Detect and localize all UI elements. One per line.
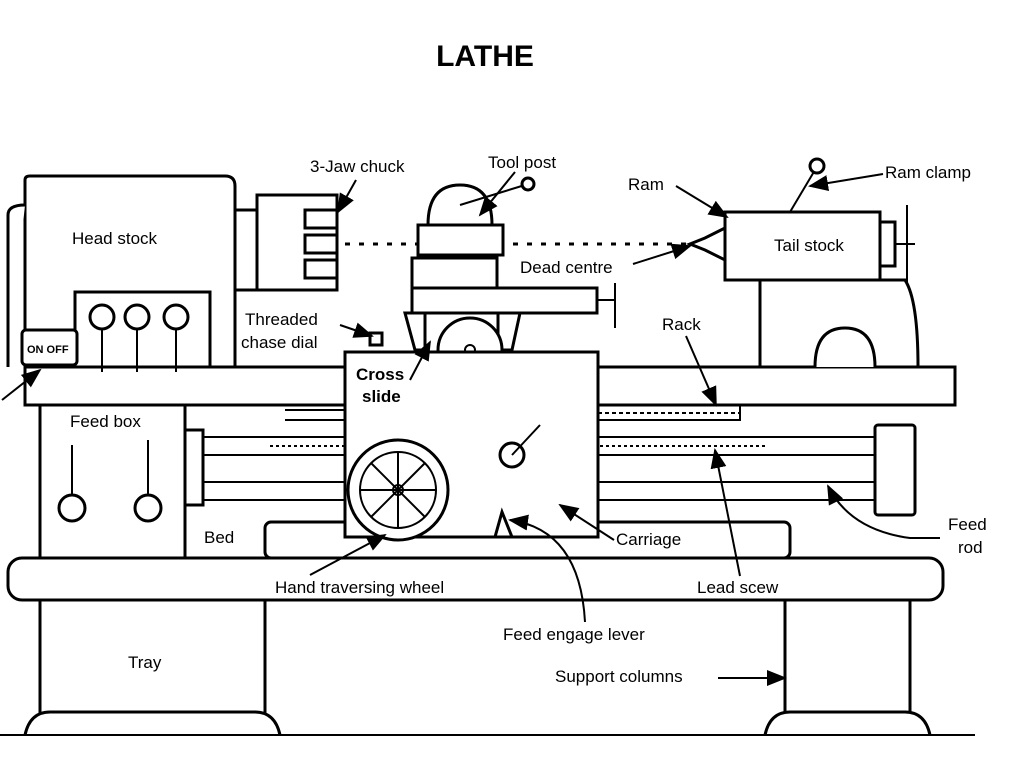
label-hand-traversing-wheel: Hand traversing wheel	[275, 578, 444, 597]
label-carriage: Carriage	[616, 530, 681, 549]
label-feed-engage-lever: Feed engage lever	[503, 625, 645, 644]
on-off-switch: ON OFF	[1, 328, 79, 401]
label-dead-centre: Dead centre	[520, 258, 613, 277]
label-support-columns: Support columns	[555, 667, 683, 686]
tail-stock	[685, 157, 920, 369]
label-tail-stock: Tail stock	[774, 236, 844, 255]
feed-box	[38, 403, 205, 560]
label-threaded-1: Threaded	[245, 310, 318, 329]
label-three-jaw-chuck: 3-Jaw chuck	[310, 157, 405, 176]
label-feed-box: Feed box	[70, 412, 141, 431]
label-head-stock: Head stock	[72, 229, 158, 248]
three-jaw-chuck	[255, 193, 339, 292]
label-tool-post: Tool post	[488, 153, 556, 172]
label-threaded-2: chase dial	[241, 333, 318, 352]
threaded-chase-dial	[368, 331, 384, 347]
label-cross-1: Cross	[356, 365, 404, 384]
label-lead-screw: Lead scew	[697, 578, 779, 597]
head-stock	[6, 174, 259, 372]
carriage	[343, 350, 600, 542]
label-ram-clamp: Ram clamp	[885, 163, 971, 182]
label-feed-1: Feed	[948, 515, 987, 534]
diagram-title: LATHE	[436, 40, 534, 73]
label-cross-2: slide	[362, 387, 401, 406]
on-off-label: ON OFF	[27, 344, 69, 356]
label-rack: Rack	[662, 315, 701, 334]
leader-arrows	[309, 171, 940, 686]
label-tray: Tray	[128, 653, 162, 672]
tool-post	[403, 176, 616, 384]
label-ram: Ram	[628, 175, 664, 194]
rack	[285, 405, 741, 421]
label-bed: Bed	[204, 528, 234, 547]
label-feed-2: rod	[958, 538, 983, 557]
